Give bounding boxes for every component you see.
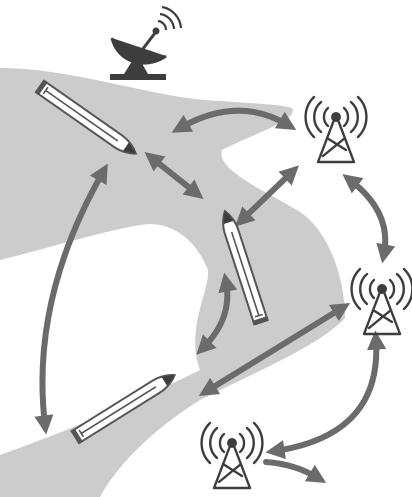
arrow-tower-top-to-tower-middle — [350, 180, 385, 254]
radio-tower-icon — [202, 423, 263, 488]
radio-tower-icon — [306, 97, 367, 162]
river-channel — [0, 68, 345, 497]
satellite-dish-icon — [110, 7, 181, 80]
arrow-tower-middle-to-tower-bottom — [275, 340, 376, 451]
arrow-tower-bottom-outgoing — [266, 462, 318, 478]
radio-tower-icon — [352, 269, 412, 334]
